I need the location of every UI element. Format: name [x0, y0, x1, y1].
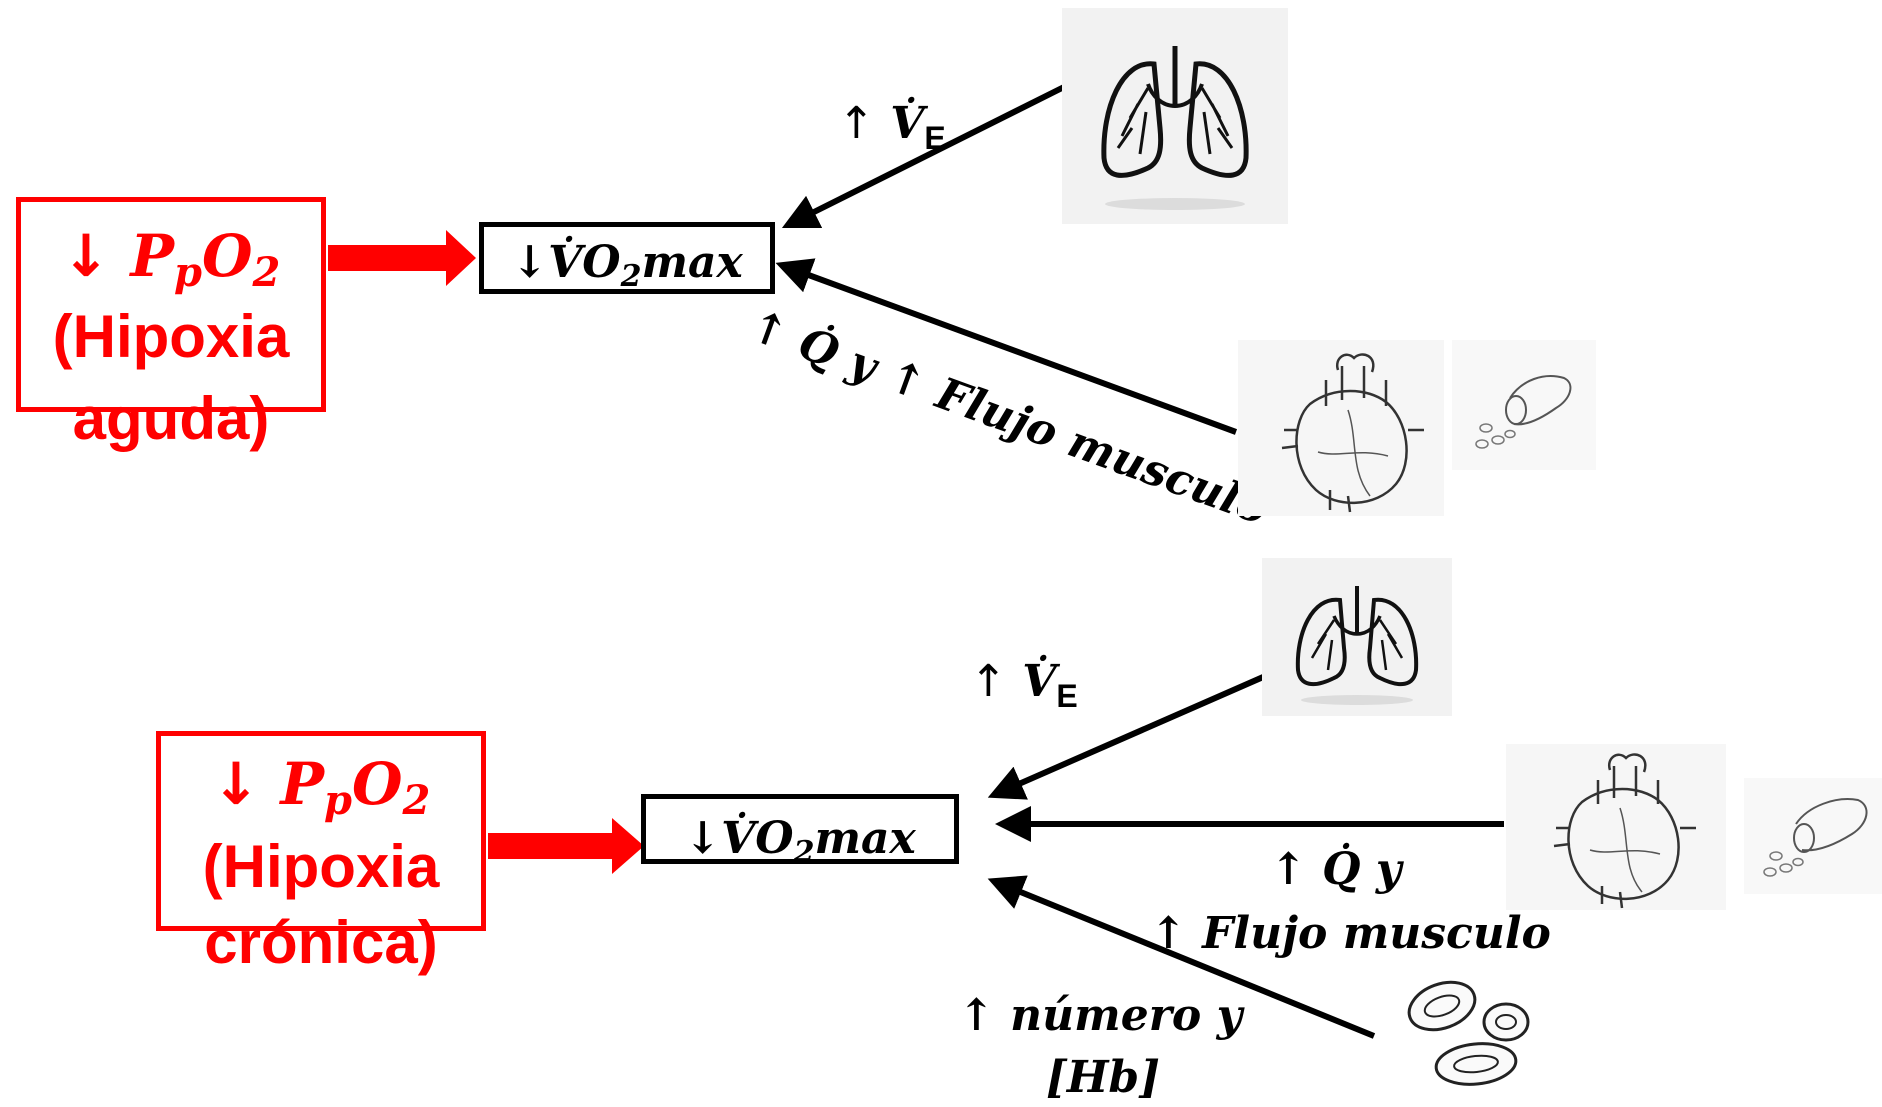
chronic-vo2max-label: ↓V̇O2max	[684, 813, 916, 870]
chronic-cardiac-output-line1: ↑ Q̇ y	[1270, 844, 1402, 895]
acute-heart-tile	[1238, 340, 1444, 516]
acute-vessel-tile	[1452, 340, 1596, 470]
chronic-vo2max-box: ↓V̇O2max	[641, 794, 959, 870]
chronic-hb-line2: [Hb]	[1046, 1052, 1160, 1103]
acute-hypoxia-line1: (Hipoxia	[52, 303, 290, 370]
acute-heart-arrow	[775, 258, 1238, 435]
lungs-icon	[1101, 46, 1249, 210]
acute-red-arrow	[328, 230, 476, 286]
acute-hypoxia-line2: aguda)	[72, 385, 270, 452]
acute-vo2max-box: ↓V̇O2max	[479, 222, 775, 294]
chronic-rbc-tile	[1396, 976, 1542, 1090]
chronic-lungs-arrow	[987, 664, 1288, 800]
chronic-red-arrow	[488, 818, 644, 874]
chronic-ventilation-label: ↑ V̇E	[970, 656, 1078, 715]
blood-vessel-icon	[1475, 375, 1572, 449]
heart-icon	[1553, 753, 1696, 909]
lungs-icon	[1295, 586, 1419, 705]
chronic-hb-line1: ↑ número y	[958, 990, 1243, 1041]
chronic-heart-tile	[1506, 744, 1726, 910]
acute-lungs-tile	[1062, 8, 1288, 224]
chronic-lungs-tile	[1262, 558, 1452, 716]
acute-ventilation-label: ↑ V̇E	[838, 98, 946, 157]
acute-hypoxia-box: ↓ PpO2 (Hipoxia aguda)	[16, 197, 326, 452]
acute-vo2max-label: ↓V̇O2max	[511, 237, 743, 294]
chronic-rbc-arrow	[987, 875, 1376, 1039]
red-blood-cells-icon	[1407, 980, 1530, 1086]
blood-vessel-icon	[1763, 798, 1868, 877]
acute-ppo2-label: ↓ PpO2	[61, 222, 281, 296]
chronic-muscle-flow-line2: ↑ Flujo musculo	[1150, 908, 1551, 959]
chronic-hypoxia-box: ↓ PpO2 (Hipoxia crónica)	[156, 731, 486, 976]
chronic-hypoxia-line2: crónica)	[204, 909, 438, 976]
chronic-hypoxia-line1: (Hipoxia	[202, 833, 440, 900]
chronic-ppo2-label: ↓ PpO2	[211, 750, 431, 824]
chronic-vessel-tile	[1744, 778, 1882, 894]
heart-icon	[1281, 353, 1424, 513]
acute-lungs-arrow	[781, 83, 1068, 229]
